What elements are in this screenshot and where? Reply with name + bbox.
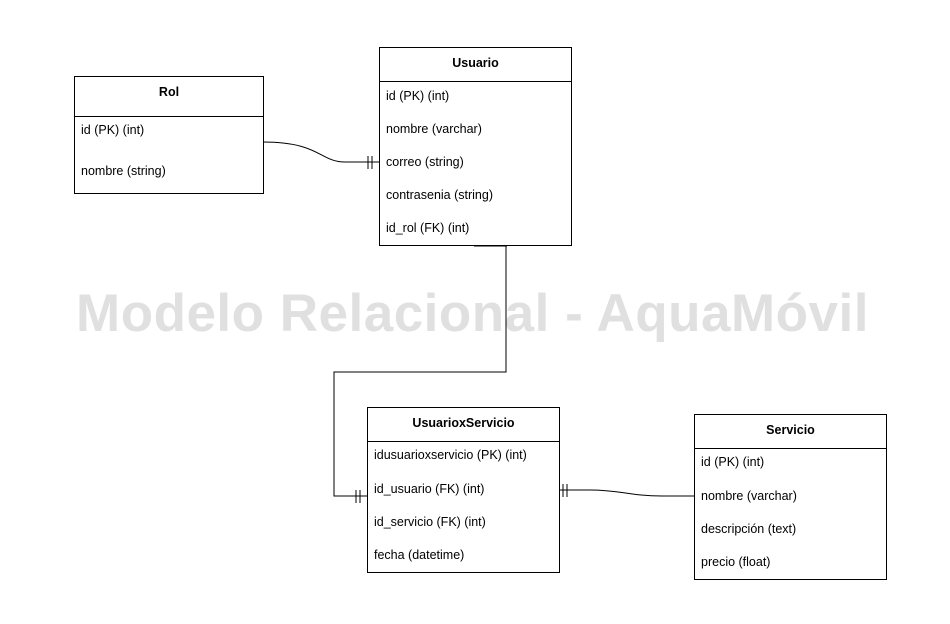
entity-servicio-field-descripcion: descripción (text) bbox=[701, 522, 797, 536]
entity-servicio-field-id: id (PK) (int) bbox=[701, 455, 765, 469]
connector-rol-usuario bbox=[262, 141, 380, 163]
connector-usuario-usuarioxservicio bbox=[333, 246, 507, 497]
entity-usuarioxservicio[interactable]: UsuarioxServicio idusuarioxservicio (PK)… bbox=[367, 407, 560, 573]
entity-rol-field-id: id (PK) (int) bbox=[81, 123, 145, 137]
entity-usuario[interactable]: Usuario id (PK) (int) nombre (varchar) c… bbox=[379, 47, 572, 246]
entity-usuarioxservicio-field-id-servicio: id_servicio (FK) (int) bbox=[374, 515, 486, 529]
entity-rol-title: Rol bbox=[75, 77, 263, 117]
entity-rol[interactable]: Rol id (PK) (int) nombre (string) bbox=[74, 76, 264, 194]
entity-usuario-field-contrasenia: contrasenia (string) bbox=[386, 188, 493, 202]
entity-usuarioxservicio-field-fecha: fecha (datetime) bbox=[374, 548, 465, 562]
connector-servicio-usuarioxservicio bbox=[559, 489, 694, 497]
entity-usuario-title: Usuario bbox=[380, 48, 571, 82]
diagram-watermark-title: Modelo Relacional - AquaMóvil bbox=[76, 284, 869, 343]
entity-usuarioxservicio-title: UsuarioxServicio bbox=[368, 408, 559, 442]
entity-servicio-field-precio: precio (float) bbox=[701, 555, 771, 569]
entity-usuario-field-nombre: nombre (varchar) bbox=[386, 122, 482, 136]
entity-usuarioxservicio-field-id-usuario: id_usuario (FK) (int) bbox=[374, 482, 485, 496]
entity-usuario-field-id-rol: id_rol (FK) (int) bbox=[386, 221, 470, 235]
entity-servicio-title: Servicio bbox=[695, 415, 886, 449]
entity-rol-field-nombre: nombre (string) bbox=[81, 164, 166, 178]
entity-usuarioxservicio-field-id: idusuarioxservicio (PK) (int) bbox=[374, 448, 527, 462]
entity-usuario-field-id: id (PK) (int) bbox=[386, 89, 450, 103]
entity-servicio-field-nombre: nombre (varchar) bbox=[701, 489, 797, 503]
entity-usuario-field-correo: correo (string) bbox=[386, 155, 464, 169]
entity-servicio[interactable]: Servicio id (PK) (int) nombre (varchar) … bbox=[694, 414, 887, 580]
